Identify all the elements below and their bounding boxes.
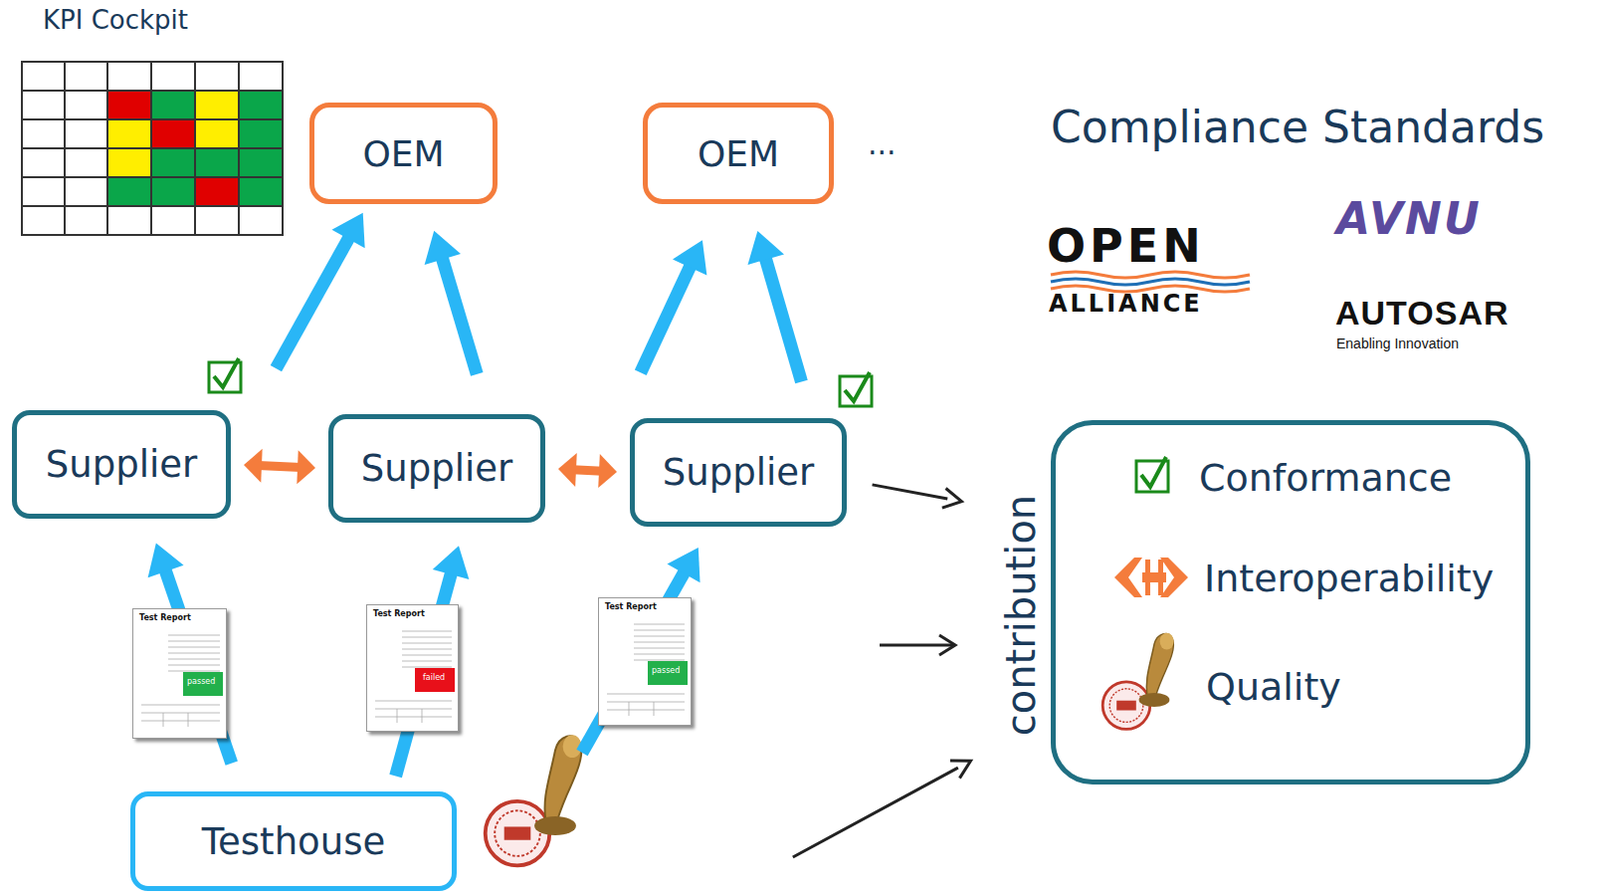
ellipsis: ... bbox=[867, 127, 897, 161]
supplier-box: Supplier bbox=[11, 409, 231, 519]
connector bbox=[275, 212, 365, 369]
oem-box: OEM bbox=[309, 102, 498, 204]
box-label: Testhouse bbox=[201, 819, 386, 863]
test-report: Test Report passed bbox=[598, 597, 692, 726]
test-report: Test Report failed bbox=[366, 603, 459, 732]
oem-box: OEM bbox=[642, 102, 834, 204]
box-label: OEM bbox=[362, 133, 444, 175]
contribution-group: contribution ConformanceInteroperabilityQ… bbox=[985, 419, 1531, 785]
report-status: passed bbox=[651, 666, 680, 676]
logo-text: AVNU bbox=[1336, 195, 1482, 243]
test-report: Test Report passed bbox=[132, 607, 227, 739]
side-heading: contribution bbox=[998, 494, 1044, 736]
report-title: Test Report bbox=[139, 613, 192, 623]
check-mark bbox=[208, 358, 241, 393]
connector bbox=[582, 547, 701, 753]
logo-text: ALLIANCE bbox=[1048, 290, 1203, 317]
supplier-box: Supplier bbox=[629, 417, 847, 527]
connector bbox=[558, 452, 617, 488]
box-label: OEM bbox=[697, 133, 780, 175]
report-lines bbox=[133, 608, 228, 740]
logo-tagline: Enabling Innovation bbox=[1336, 336, 1459, 352]
quality-stamp bbox=[485, 734, 583, 865]
connector bbox=[243, 448, 316, 484]
quality-stamp bbox=[1102, 632, 1174, 730]
connector bbox=[747, 230, 801, 383]
report-status: failed bbox=[422, 673, 445, 683]
interop-icon bbox=[1114, 557, 1189, 598]
report-lines bbox=[599, 598, 693, 727]
wave-lines bbox=[1050, 271, 1250, 292]
box-label: Supplier bbox=[45, 442, 198, 486]
connector bbox=[793, 760, 972, 857]
item-label: Interoperability bbox=[1203, 556, 1494, 600]
testhouse-box: Testhouse bbox=[130, 791, 457, 891]
report-status: passed bbox=[187, 677, 215, 687]
logo-text: AUTOSAR bbox=[1335, 294, 1510, 332]
report-title: Test Report bbox=[373, 609, 425, 619]
connector bbox=[640, 239, 708, 373]
contribution-arrow bbox=[879, 634, 956, 655]
report-lines bbox=[367, 604, 460, 733]
box-label: Supplier bbox=[361, 446, 513, 490]
check-mark bbox=[1136, 456, 1169, 492]
kpi-grid bbox=[21, 61, 283, 235]
connector bbox=[872, 484, 963, 508]
item-label: Quality bbox=[1205, 664, 1342, 709]
logo-text: OPEN bbox=[1046, 220, 1205, 272]
report-title: Test Report bbox=[604, 602, 657, 612]
check-mark bbox=[839, 372, 872, 406]
supplier-box: Supplier bbox=[328, 413, 546, 523]
connector bbox=[424, 230, 478, 375]
kpi-title: KPI Cockpit bbox=[42, 5, 189, 35]
item-label: Conformance bbox=[1199, 455, 1452, 500]
box-label: Supplier bbox=[662, 450, 814, 494]
standards-title: Compliance Standards bbox=[1050, 103, 1545, 152]
